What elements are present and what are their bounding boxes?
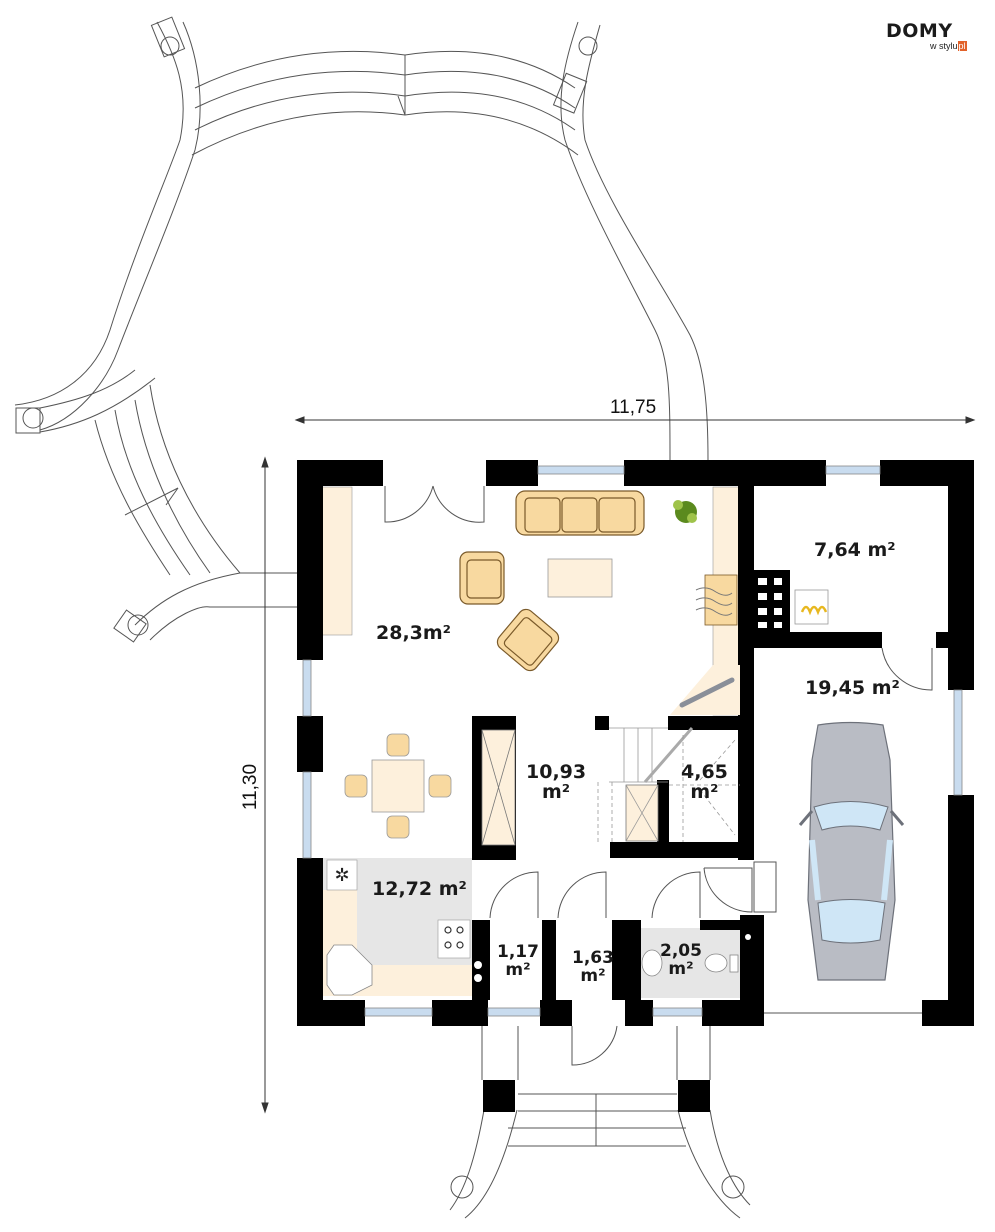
tv-unit (670, 665, 740, 715)
logo-brand: DOMY (886, 20, 953, 42)
armchair-rotated (496, 608, 560, 672)
porch-columns (483, 1080, 710, 1112)
dimension-lines (261, 416, 976, 1114)
fireplace (695, 574, 738, 626)
room-area-boiler-room: 7,64 m² (814, 539, 896, 561)
car (798, 721, 905, 981)
dining-table (371, 759, 425, 813)
floor-areas (321, 486, 740, 998)
entrance-porch (449, 1026, 751, 1219)
dining-chairs (344, 733, 452, 839)
plant (673, 500, 697, 523)
width-dimension: 11,75 (610, 397, 657, 418)
coffee-table (547, 558, 613, 598)
armchair (459, 551, 505, 605)
brand-logo[interactable]: DOMY w stylupl (886, 20, 967, 51)
wc-fittings (641, 934, 751, 977)
boiler (794, 589, 829, 625)
svg-text:✲: ✲ (334, 865, 349, 885)
sofa (515, 490, 645, 536)
depth-dimension: 11,30 (240, 763, 262, 811)
hall-wardrobe (481, 729, 516, 846)
chimney-flues (758, 578, 782, 628)
pergola-terrace (14, 16, 709, 643)
windows (302, 465, 963, 1017)
kitchen-fittings: ✲ (326, 859, 482, 996)
room-area-garage: 19,45 m² (805, 677, 900, 699)
logo-tagline: w stylupl (930, 41, 967, 51)
walls (297, 460, 974, 1026)
room-area-living-room: 28,3m² (376, 622, 451, 644)
doors (384, 485, 933, 1066)
room-area-kitchen: 12,72 m² (372, 878, 467, 900)
staircase (597, 727, 740, 842)
